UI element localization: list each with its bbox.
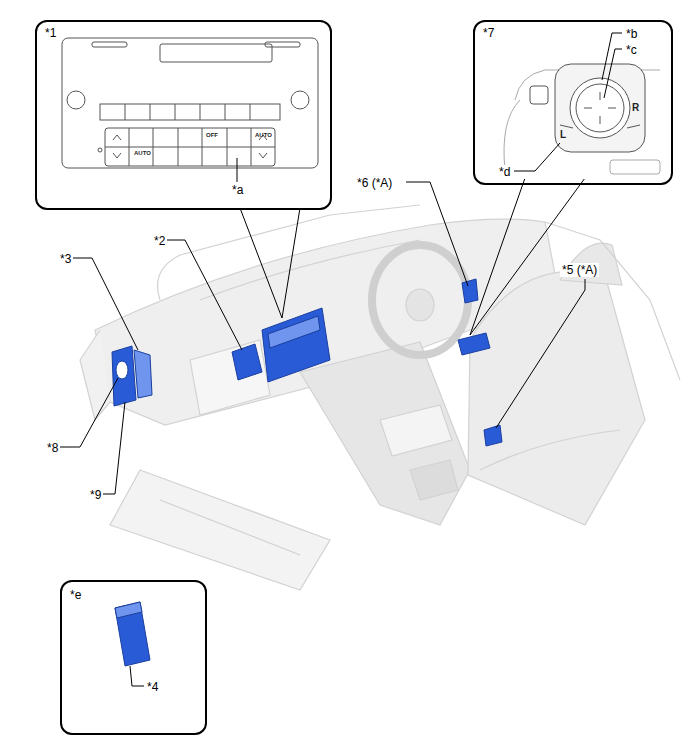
cabin-sketch [80, 205, 680, 590]
callout-number: *d [497, 165, 512, 179]
button-legend: OFF [206, 132, 218, 138]
callout-number: *e [68, 588, 83, 602]
callout-box: *7 *b *c *d [473, 20, 673, 185]
button-legend: AUTO [255, 132, 272, 138]
callout-box: *e *4 [60, 580, 207, 735]
button-legend: L [560, 130, 566, 140]
leader-line [60, 33, 622, 686]
callout-number: *c [624, 43, 639, 57]
steering-switch [504, 64, 660, 174]
callout-number: *a [230, 183, 245, 197]
climate-panel [62, 38, 318, 168]
inset-ground [474, 21, 672, 179]
callout-number: *6 (*A) [355, 176, 394, 190]
callout-box: *1 *a [35, 20, 332, 210]
callout-number: *2 [152, 234, 167, 248]
button-legend: R [632, 103, 639, 113]
callout-number: *7 [481, 26, 496, 40]
callout-number: *8 [45, 441, 60, 455]
callout-number: *3 [58, 252, 73, 266]
inset-ground [61, 581, 206, 734]
callout-number: *1 [43, 26, 58, 40]
callout-number: *9 [88, 488, 103, 502]
callout-number: *4 [145, 680, 160, 694]
component-parts [112, 279, 502, 446]
button-legend: AUTO [134, 150, 151, 156]
inset-ground [36, 21, 331, 209]
callout-number: *b [624, 27, 639, 41]
ecu-part [115, 602, 150, 666]
callout-number: *5 (*A) [560, 263, 599, 277]
